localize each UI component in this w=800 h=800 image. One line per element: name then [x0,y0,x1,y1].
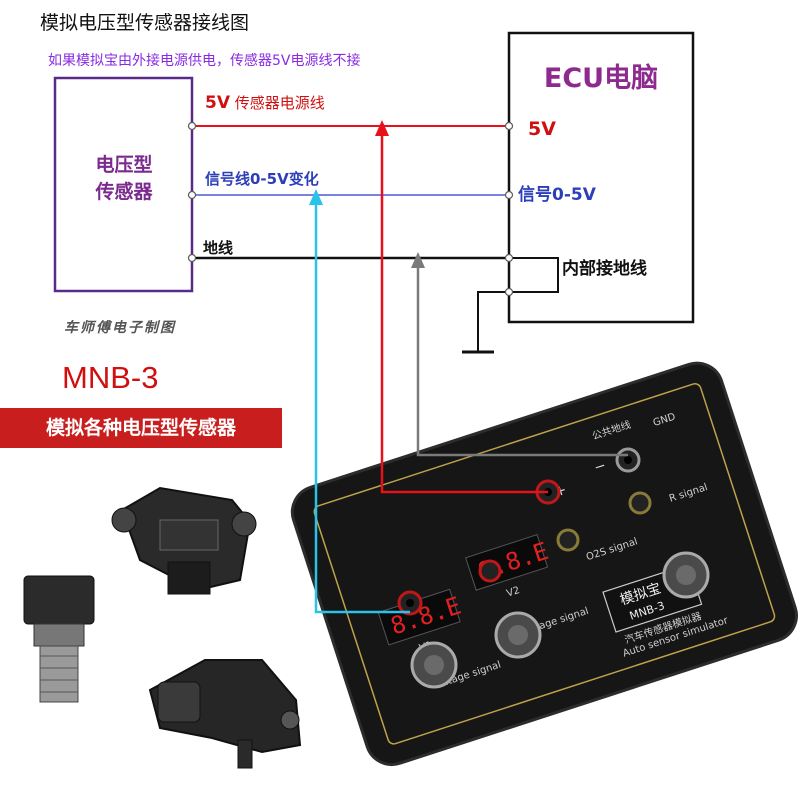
signal-feed-wire [314,195,410,614]
ecu-terminal-ground [504,253,514,263]
ground-return-arrow [411,252,425,268]
map-sensor-port [237,739,253,769]
sensor-terminal-signal [187,190,197,200]
sensor-terminal-5v [187,121,197,131]
signal-wire-label: 信号线0-5V变化 [205,170,319,188]
ecu-box-label: ECU电脑 [543,63,659,94]
ecu-pin-5v: 5V [528,118,556,140]
throttle-sensor-label-area [159,519,219,551]
sensor-box-label: 电压型 传感器 [56,152,192,206]
signal-feed-arrow [309,189,323,205]
ecu-terminal-5v [504,121,514,131]
map-sensor-illustration [148,659,302,769]
display-v2-label: V2 [505,585,521,600]
r-knob-cap [676,565,696,585]
pressure-sensor-hex [33,623,85,647]
power-wire-desc: 传感器电源线 [234,94,325,112]
ecu-box [507,31,695,324]
ground-wire-label: 地线 [203,239,234,257]
sensor-box-label-line2: 传感器 [95,181,153,203]
ecu-pin-signal: 信号0-5V [518,185,596,205]
sensor-box [53,76,194,293]
power-feed-wire [380,126,548,494]
page-title: 模拟电压型传感器接线图 [40,12,250,34]
sensor-box-label-line1: 电压型 [95,154,153,176]
external-ground-lead [477,291,509,352]
pressure-sensor-illustration [23,575,95,703]
simulator-device: 8.8.E V1 8.8.E V2 模拟宝 MNB-3 汽车传感器模拟器 Aut… [290,361,798,766]
pressure-sensor-thread [39,645,79,703]
minus-sign: − [592,457,608,476]
feature-banner: 模拟各种电压型传感器 [0,408,282,448]
power-feed-arrow [375,120,389,136]
ecu-terminal-internal-ground [504,287,514,297]
throttle-sensor-connector [167,561,211,595]
power-note: 如果模拟宝由外接电源供电，传感器5V电源线不接 [48,53,361,69]
throttle-sensor-mount-right [231,511,257,537]
map-sensor-connector [157,681,201,723]
v1-knob-cap [424,655,444,675]
ground-return-wire [416,258,628,457]
ecu-internal-ground [509,257,559,293]
ecu-pin-ground: 内部接地线 [562,259,647,279]
r-signal-jack[interactable] [628,491,652,515]
power-wire-voltage: 5V [205,93,230,113]
gnd-jack-hole [624,456,632,464]
o2s-jack[interactable] [556,528,580,552]
throttle-sensor-mount-left [111,507,137,533]
ecu-terminal-signal [504,190,514,200]
pressure-sensor-connector [23,575,95,625]
credit-text: 车师傅电子制图 [64,320,176,336]
sensor-terminal-ground [187,253,197,263]
v1-jack-hole [406,599,414,607]
device-panel-border [313,383,776,745]
power-wire-label: 5V 传感器电源线 [205,92,325,113]
throttle-sensor-illustration [111,486,257,595]
v2-jack[interactable] [478,559,502,583]
map-sensor-mount [280,710,300,730]
v2-knob-cap [508,625,528,645]
model-name: MNB-3 [62,360,159,395]
